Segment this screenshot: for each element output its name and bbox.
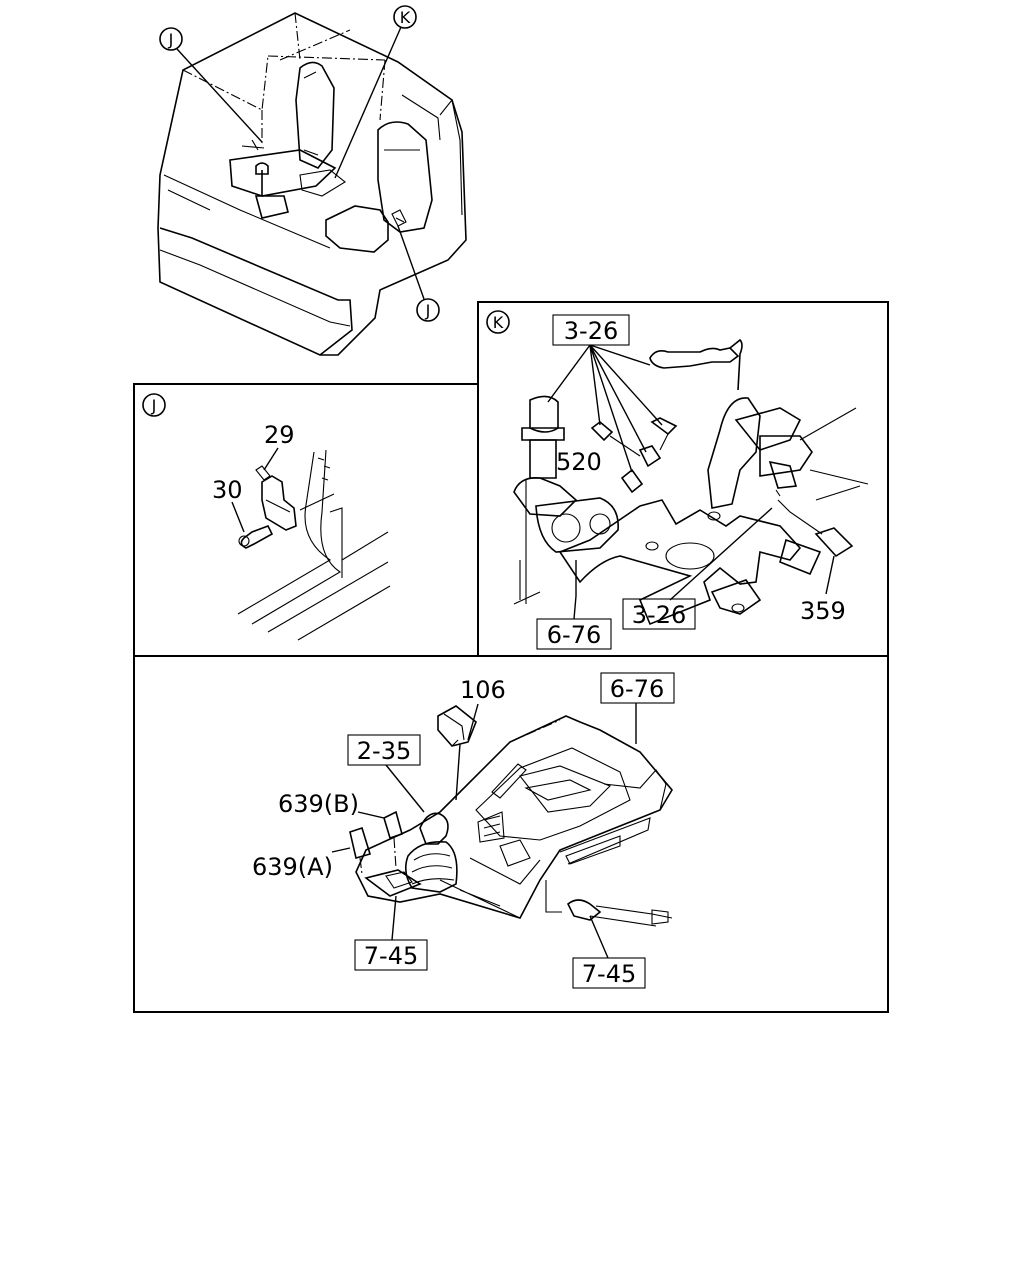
callout-j-bottom: J: [397, 225, 440, 322]
callout-j-panel: [142, 393, 166, 417]
panel-frames: [133, 301, 889, 1013]
label-639a: 639(A): [252, 853, 333, 881]
callout-k-panel-letter: K: [493, 313, 504, 332]
detail-panel-k: K 3-26 3-26 6-76 520 359: [486, 310, 869, 650]
label-106: 106: [460, 676, 506, 704]
svg-text:K: K: [400, 8, 411, 27]
ref-3-26-top: 3-26: [564, 317, 618, 345]
ref-box-7-45-right: [572, 957, 646, 989]
label-639b: 639(B): [278, 790, 359, 818]
callout-k-top: K: [334, 5, 417, 179]
svg-text:J: J: [168, 30, 174, 49]
detail-panel-console: 6-76 2-35 7-45 7-45 106 639(B) 639(A): [252, 672, 675, 989]
label-29: 29: [264, 421, 295, 449]
ref-3-26-bottom: 3-26: [632, 601, 686, 629]
ref-6-76-console: 6-76: [610, 675, 664, 703]
ref-box-3-26-bottom: [622, 598, 696, 630]
ref-box-2-35: [347, 734, 421, 766]
svg-text:J: J: [425, 301, 431, 320]
callout-k-panel: [486, 310, 510, 334]
label-30: 30: [212, 476, 243, 504]
callout-j-top: J: [159, 27, 263, 143]
ref-7-45-right: 7-45: [582, 960, 636, 988]
ref-box-7-45-left: [354, 939, 428, 971]
ref-box-3-26-top: [552, 314, 630, 346]
callout-j-panel-letter: J: [151, 396, 157, 415]
ref-2-35: 2-35: [357, 737, 411, 765]
cab-overview: [157, 12, 467, 356]
label-359: 359: [800, 597, 846, 625]
ref-7-45-left: 7-45: [364, 942, 418, 970]
label-520: 520: [556, 448, 602, 476]
ref-6-76-k: 6-76: [547, 621, 601, 649]
detail-panel-j: J 29 30: [142, 393, 391, 641]
ref-box-6-76-console: [600, 672, 675, 704]
